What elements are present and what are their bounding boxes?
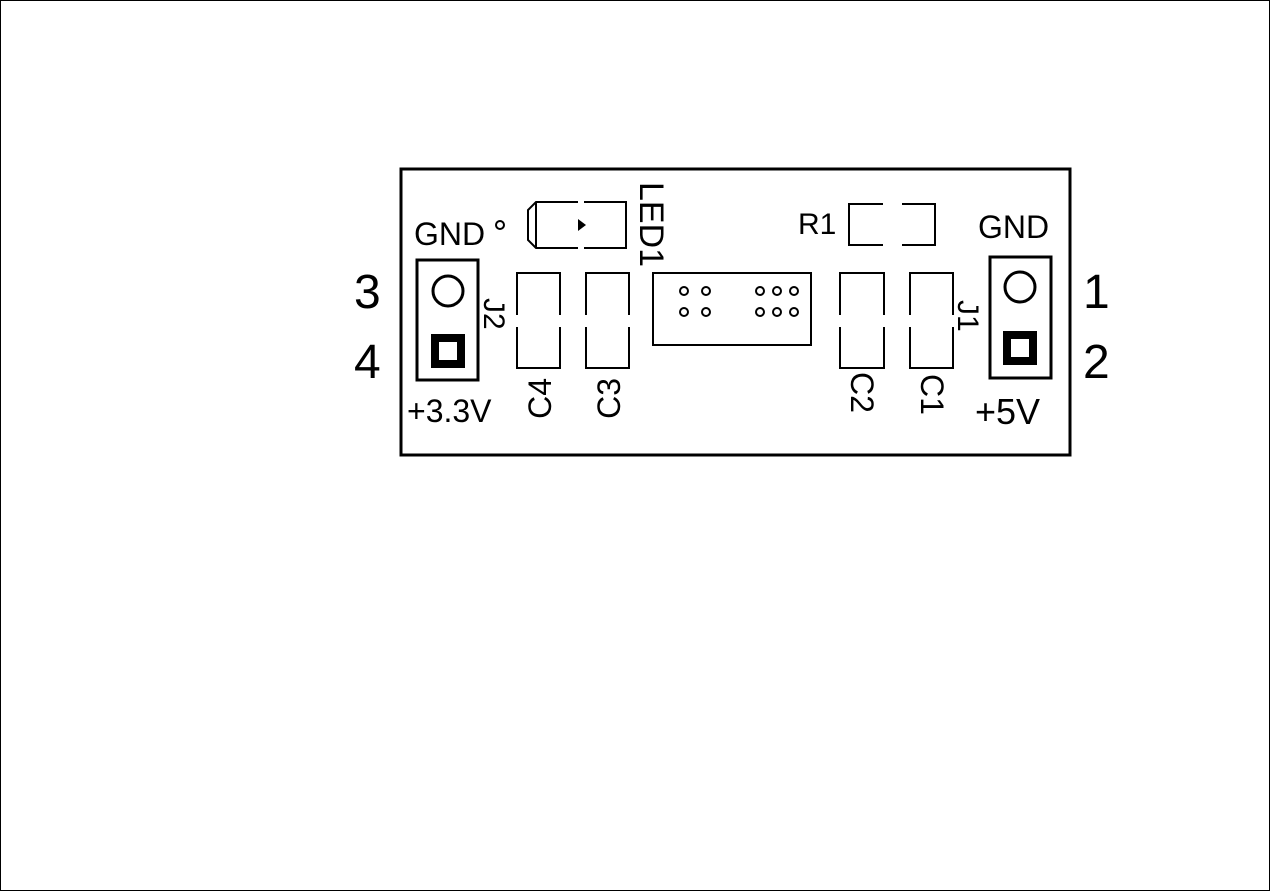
v33-label: +3.3V xyxy=(407,393,492,429)
pin-1-number: 1 xyxy=(1083,266,1110,319)
j1-connector xyxy=(988,255,1053,380)
pin-4-number: 4 xyxy=(354,336,381,389)
pin-2-number: 2 xyxy=(1083,336,1110,389)
j1-pin2-hole xyxy=(1011,339,1029,357)
ic-pad xyxy=(755,286,765,296)
ic-pad xyxy=(755,307,765,317)
c3-label: C3 xyxy=(591,378,627,419)
ic-pad xyxy=(701,307,711,317)
ic-header-footprint xyxy=(652,272,812,346)
ic-outline xyxy=(652,272,812,346)
led1-footprint xyxy=(495,201,627,249)
led1-pin1-dot xyxy=(495,220,505,230)
j2-label: J2 xyxy=(477,298,510,330)
j1-pin1-pad xyxy=(1003,270,1037,304)
c3-footprint xyxy=(585,272,630,369)
c1-footprint xyxy=(909,272,954,369)
board-outline xyxy=(399,167,1072,457)
gnd-left-label: GND xyxy=(414,216,485,252)
c4-label: C4 xyxy=(522,378,558,419)
r1-footprint xyxy=(848,203,936,246)
c2-footprint xyxy=(839,272,885,369)
ic-pad xyxy=(772,286,782,296)
ic-pad xyxy=(789,286,799,296)
j1-outline xyxy=(988,255,1053,380)
j2-pin3-pad xyxy=(431,274,465,308)
v5-label: +5V xyxy=(975,391,1040,432)
led1-label: LED1 xyxy=(632,182,670,267)
ic-pad xyxy=(789,307,799,317)
gnd-right-label: GND xyxy=(978,209,1049,245)
c2-label: C2 xyxy=(844,372,880,413)
r1-label: R1 xyxy=(798,208,836,241)
j2-outline xyxy=(415,258,480,382)
ic-pad xyxy=(679,286,689,296)
c1-label: C1 xyxy=(914,374,950,415)
ic-pad xyxy=(679,307,689,317)
c4-footprint xyxy=(516,272,561,369)
led1-polarity-mark xyxy=(578,219,586,231)
ic-pad xyxy=(701,286,711,296)
j1-label: J1 xyxy=(951,300,984,332)
ic-pad xyxy=(772,307,782,317)
j2-connector xyxy=(415,258,480,382)
pin-3-number: 3 xyxy=(354,266,381,319)
j2-pin4-hole xyxy=(439,342,457,360)
